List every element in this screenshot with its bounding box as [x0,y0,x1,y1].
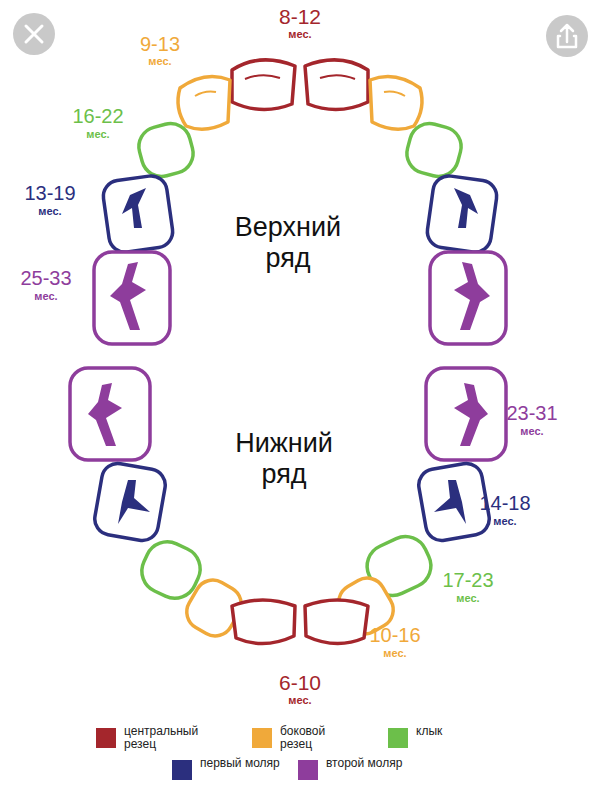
lower-second-molar [426,368,506,460]
unit-label: мес. [148,56,171,68]
legend-text: клык [416,725,496,738]
upper-first-molar [101,174,174,254]
age-label: 9-13 [140,34,180,55]
upper-central-incisor [232,60,295,110]
unit-label: мес. [86,129,109,141]
legend-text: центральный резец [124,725,204,751]
upper-central-incisor [305,60,368,110]
legend-swatch [252,728,272,748]
lower-first-molar [92,461,168,543]
lower-second-molar [70,368,150,460]
lower-central-incisor [305,600,368,644]
upper-lateral-incisor [178,76,230,129]
unit-label: мес. [34,291,57,303]
age-label: 14-18 [479,493,530,514]
unit-label: мес. [520,426,543,438]
lower-central-incisor [232,600,295,644]
upper-canine [402,119,465,181]
age-label: 13-19 [24,183,75,204]
unit-label: мес. [383,648,406,660]
upper-first-molar [425,174,498,254]
unit-label: мес. [493,516,516,528]
age-label: 6-10 [279,672,321,694]
upper-lateral-incisor [370,76,422,129]
age-label: 16-22 [72,106,123,127]
row-label: Верхний ряд [218,212,358,274]
unit-label: мес. [288,695,311,707]
unit-label: мес. [456,593,479,605]
age-label: 23-31 [506,403,557,424]
unit-label: мес. [38,206,61,218]
age-label: 10-16 [369,625,420,646]
share-button [546,15,588,57]
unit-label: мес. [288,29,311,41]
legend-swatch [388,728,408,748]
legend-swatch [298,760,318,780]
upper-second-molar [94,252,170,344]
legend-text: боковой резец [280,725,360,751]
legend-text: второй моляр [326,757,406,770]
age-label: 8-12 [279,6,321,28]
upper-second-molar [430,252,506,344]
close-button [13,13,55,55]
age-label: 17-23 [442,570,493,591]
legend-swatch [96,728,116,748]
legend-swatch [172,760,192,780]
legend-text: первый моляр [200,757,280,770]
row-label: Нижний ряд [214,428,354,490]
upper-canine [134,119,197,181]
age-label: 25-33 [20,268,71,289]
